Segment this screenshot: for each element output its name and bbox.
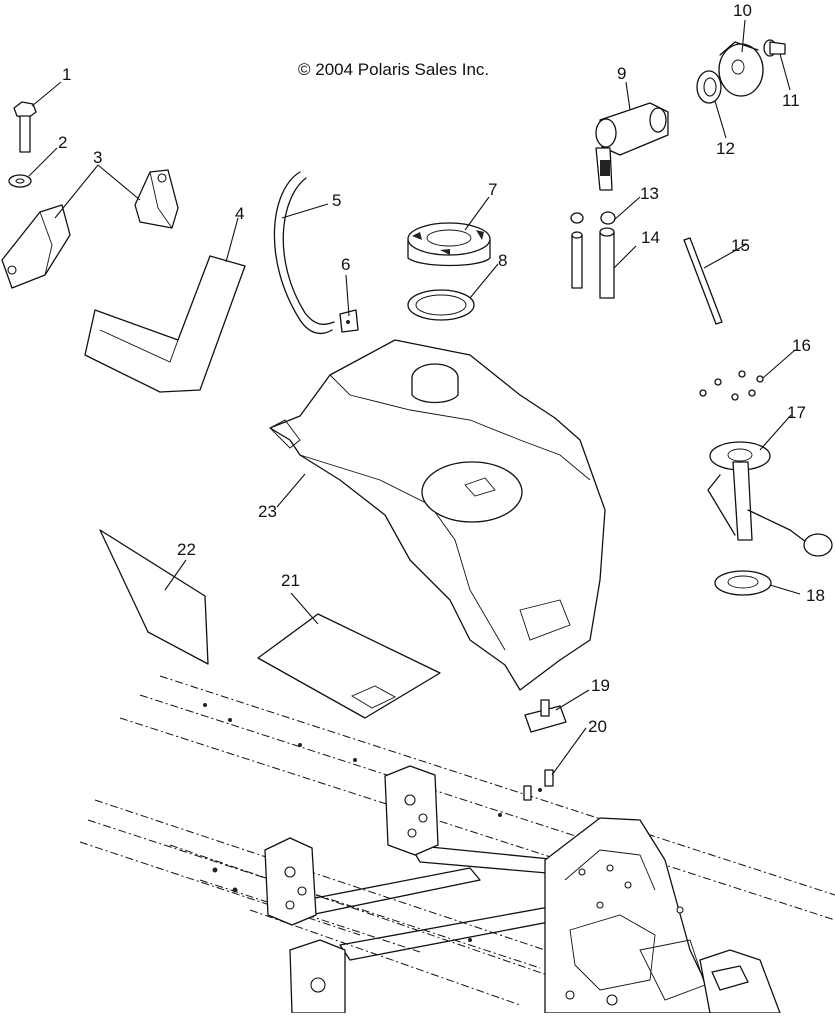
callout-5: 5 xyxy=(332,191,341,210)
part-19-bracket xyxy=(524,699,567,733)
part-12-nut xyxy=(696,70,722,104)
callout-7: 7 xyxy=(488,180,497,199)
callout-9: 9 xyxy=(617,64,626,83)
callout-13: 13 xyxy=(640,184,659,203)
callout-11: 11 xyxy=(782,91,800,110)
callout-18: 18 xyxy=(806,586,825,605)
part-4-heat-shield-pad xyxy=(84,255,246,393)
leader-lines xyxy=(28,19,801,776)
part-15-rod xyxy=(683,237,723,325)
callout-2: 2 xyxy=(58,133,67,152)
part-2-washer xyxy=(8,174,32,188)
callout-12: 12 xyxy=(716,139,735,158)
callout-15: 15 xyxy=(731,236,750,255)
callout-16: 16 xyxy=(792,336,811,355)
part-8-gasket xyxy=(407,289,475,321)
part-5-vent-hose xyxy=(273,171,335,335)
callout-19: 19 xyxy=(591,676,610,695)
callout-21: 21 xyxy=(281,571,300,590)
part-11-screw xyxy=(763,39,786,57)
copyright-notice: © 2004 Polaris Sales Inc. xyxy=(298,60,490,79)
part-18-gasket-ring xyxy=(714,570,772,596)
callout-23: 23 xyxy=(258,502,277,521)
part-9-valve xyxy=(595,102,669,191)
part-21-pad xyxy=(257,613,441,719)
callout-8: 8 xyxy=(498,251,507,270)
part-10-cover xyxy=(718,41,764,97)
part-23-fuel-tank xyxy=(269,339,606,691)
callout-4: 4 xyxy=(235,204,244,223)
part-6-fitting xyxy=(339,309,359,333)
part-17-fuel-sender xyxy=(707,441,833,557)
part-7-fuel-cap xyxy=(407,222,491,267)
callout-3: 3 xyxy=(93,148,102,167)
part-14-tubes xyxy=(571,227,615,299)
callout-22: 22 xyxy=(177,540,196,559)
part-16-screws xyxy=(699,370,764,401)
callout-numbers: 1 2 3 4 5 6 7 8 9 10 11 12 13 14 15 16 1… xyxy=(58,1,825,736)
part-20-bolts xyxy=(523,769,554,801)
callout-14: 14 xyxy=(641,228,660,247)
part-13-plugs xyxy=(570,211,616,225)
callout-10: 10 xyxy=(733,1,752,20)
callout-20: 20 xyxy=(588,717,607,736)
part-22-pad xyxy=(99,529,209,665)
part-1-bolt xyxy=(13,101,37,153)
frame-chassis xyxy=(79,675,835,1014)
callout-1: 1 xyxy=(62,65,71,84)
part-3-mount-brackets xyxy=(1,169,179,289)
callout-6: 6 xyxy=(341,255,350,274)
callout-17: 17 xyxy=(787,403,806,422)
